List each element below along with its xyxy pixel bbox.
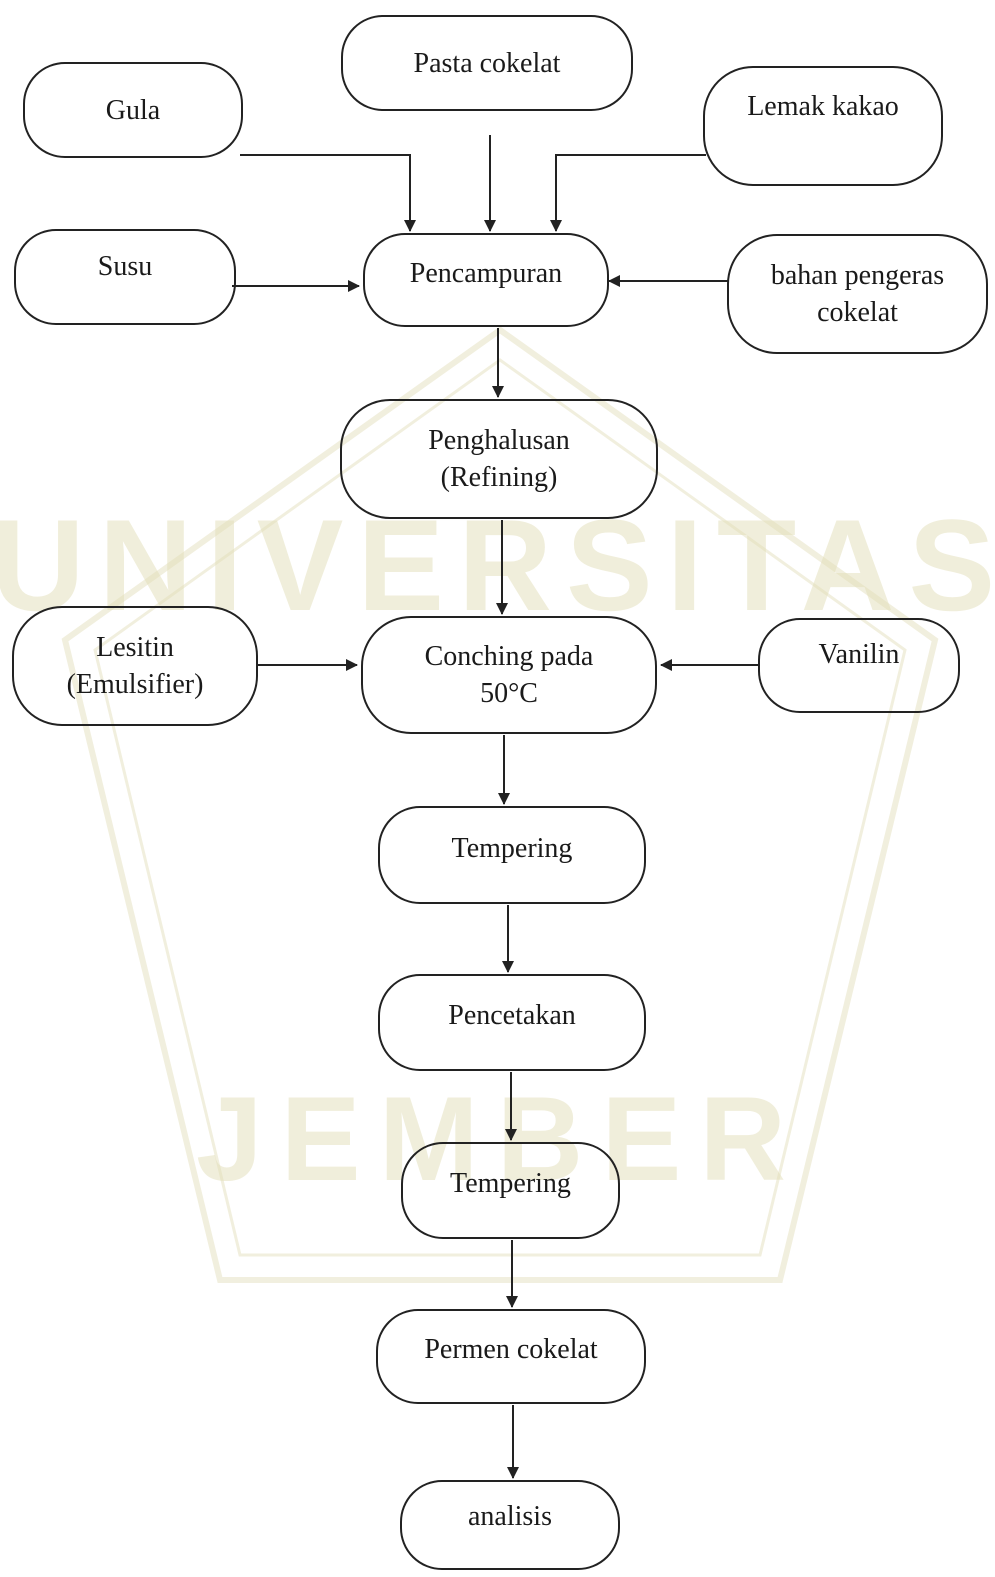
node-tempering-2: Tempering: [401, 1142, 620, 1239]
node-analisis: analisis: [400, 1480, 620, 1570]
node-vanilin: Vanilin: [758, 618, 960, 713]
label-analisis: analisis: [468, 1500, 552, 1532]
label-vanilin: Vanilin: [818, 639, 900, 670]
node-bahan-pengeras: bahan pengeras cokelat: [727, 234, 988, 354]
label-lesitin: Lesitin (Emulsifier): [66, 632, 204, 700]
label-pencampuran: Pencampuran: [409, 257, 563, 289]
node-pencetakan: Pencetakan: [378, 974, 646, 1071]
node-pasta-cokelat: Pasta cokelat: [341, 15, 633, 111]
node-lemak-kakao: Lemak kakao: [703, 66, 943, 186]
label-lemak-kakao: Lemak kakao: [747, 90, 899, 122]
node-permen-cokelat: Permen cokelat: [376, 1309, 646, 1404]
arrow-gula-to-pencampuran: [240, 154, 416, 232]
node-conching: Conching pada 50°C: [361, 616, 657, 734]
label-permen-cokelat: Permen cokelat: [424, 1334, 598, 1365]
node-gula: Gula: [23, 62, 243, 158]
label-susu: Susu: [97, 250, 153, 282]
node-susu: Susu: [14, 229, 236, 325]
label-penghalusan: Penghalusan (Refining): [428, 425, 570, 493]
label-bahan-pengeras: bahan pengeras cokelat: [770, 260, 945, 328]
label-conching: Conching pada 50°C: [424, 641, 594, 709]
node-tempering-1: Tempering: [378, 806, 646, 904]
node-penghalusan: Penghalusan (Refining): [340, 399, 658, 519]
label-gula: Gula: [105, 94, 161, 126]
label-tempering-2: Tempering: [450, 1168, 571, 1199]
node-pencampuran: Pencampuran: [363, 233, 609, 327]
node-lesitin: Lesitin (Emulsifier): [12, 606, 258, 726]
arrow-lemak-to-pencampuran: [550, 154, 706, 232]
label-tempering-1: Tempering: [451, 832, 573, 864]
label-pencetakan: Pencetakan: [448, 1000, 576, 1031]
label-pasta-cokelat: Pasta cokelat: [413, 47, 561, 79]
